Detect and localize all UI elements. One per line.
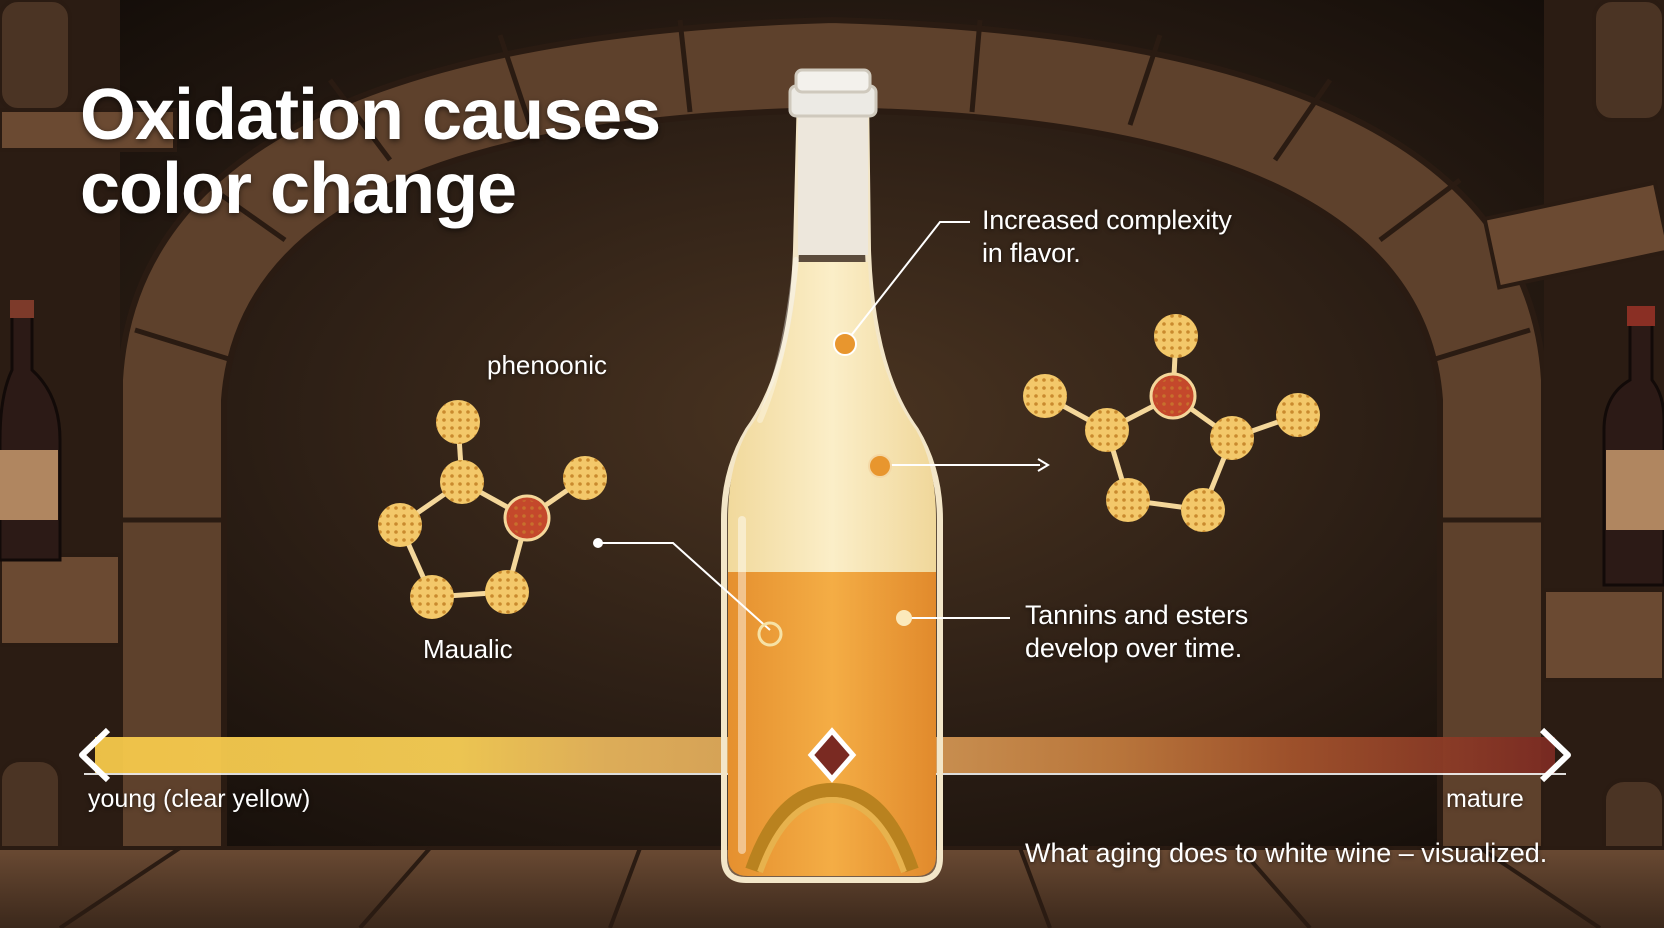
right-molecule bbox=[1023, 314, 1320, 532]
left-molecule bbox=[378, 400, 607, 619]
wine-amber bbox=[728, 572, 936, 876]
left-wine-bottle bbox=[0, 300, 62, 562]
wooden-floor bbox=[0, 846, 1664, 928]
page-title: Oxidation causes color change bbox=[80, 75, 661, 229]
tannin-dot bbox=[896, 610, 912, 626]
scale-end-label: mature bbox=[1446, 785, 1524, 813]
bottle-neck bbox=[798, 110, 868, 255]
scale-start-label: young (clear yellow) bbox=[88, 785, 311, 813]
caption: What aging does to white wine – visualiz… bbox=[1025, 838, 1548, 868]
right-wine-bottle bbox=[1602, 306, 1664, 587]
scale-marker bbox=[807, 727, 857, 783]
oxidation-dot bbox=[868, 454, 892, 478]
complexity-annotation: Increased complexity in flavor. bbox=[982, 205, 1232, 268]
complexity-dot bbox=[833, 332, 857, 356]
wine-bottle bbox=[721, 68, 943, 883]
tannins-annotation: Tannins and esters develop over time. bbox=[1025, 600, 1249, 663]
wine-light bbox=[728, 262, 936, 572]
scale-arrow-left bbox=[79, 727, 111, 783]
scale-arrow-right bbox=[1539, 727, 1571, 783]
molecule-label-top: phenoonic bbox=[487, 350, 607, 380]
molecule-label-bottom: Maualic bbox=[423, 634, 513, 664]
callouts bbox=[593, 221, 1050, 647]
mid-dot bbox=[757, 621, 783, 647]
